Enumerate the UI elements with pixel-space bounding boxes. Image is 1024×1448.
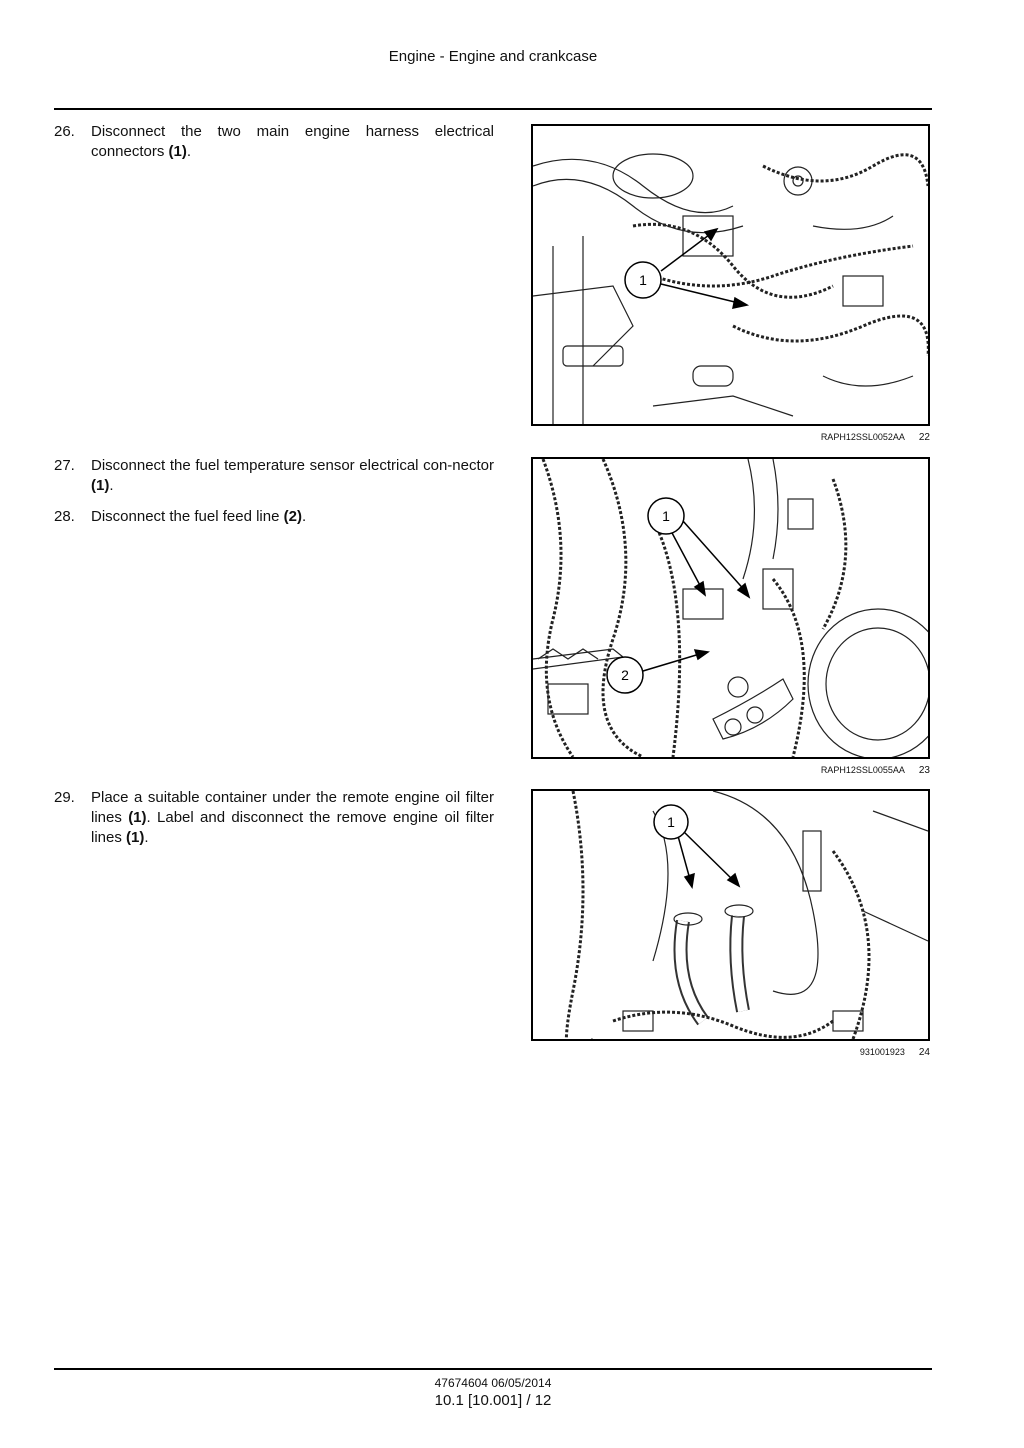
- footer-document-id: 47674604 06/05/2014: [434, 1376, 552, 1390]
- figure-code: RAPH12SSL0055AA: [820, 765, 905, 775]
- step-text-part: Disconnect the fuel temperature sensor e…: [91, 457, 494, 474]
- callout-ref: (1): [168, 143, 187, 160]
- callout-circle: [647, 497, 685, 535]
- callout-ref: (1): [91, 477, 110, 494]
- step-text-part: Place a suitable container under the rem…: [91, 789, 494, 826]
- oil-filter-lines-line-drawing: 1: [564, 791, 928, 1039]
- callout-label: 1: [639, 272, 647, 288]
- figure-number: 24: [918, 1047, 930, 1058]
- step-text-part: .: [109, 477, 114, 494]
- step-text-part: .: [301, 508, 307, 525]
- step-27: 27. Disconnect the fuel temperature sens…: [54, 456, 494, 496]
- callout-label: 1: [667, 814, 675, 830]
- step-number: 28.: [54, 508, 75, 525]
- step-number: 29.: [54, 789, 75, 806]
- figure-22-engine-harness-illustration: 1: [531, 124, 930, 426]
- step-text: Disconnect the fuel feed line (2).: [91, 507, 494, 527]
- step-text: Disconnect the two main engine harness e…: [91, 122, 494, 162]
- footer-page-number: 10.1 [10.001] / 12: [434, 1392, 552, 1409]
- engine-harness-line-drawing: 1: [533, 153, 928, 424]
- figure-22-caption: RAPH12SSL0052AA 22: [531, 432, 930, 443]
- fuel-sensor-line-drawing: 1 2: [533, 459, 928, 757]
- step-text-part: .: [144, 829, 149, 846]
- step-number: 27.: [54, 457, 75, 474]
- callout-label: 2: [621, 667, 629, 683]
- step-number: 26.: [54, 123, 75, 140]
- footer-rule: [54, 1368, 932, 1370]
- step-29: 29. Place a suitable container under the…: [54, 788, 494, 848]
- callout-circle: [653, 804, 689, 840]
- step-text-part: .: [186, 143, 192, 160]
- figure-24-oil-filter-lines-illustration: 1: [531, 789, 930, 1041]
- figure-23-caption: RAPH12SSL0055AA 23: [531, 765, 930, 776]
- callout-ref: (2): [283, 508, 302, 525]
- callout-ref: (1): [126, 829, 145, 846]
- callout-label: 1: [662, 508, 670, 524]
- step-28: 28. Disconnect the fuel feed line (2).: [54, 507, 494, 527]
- page-header-title: Engine - Engine and crankcase: [388, 48, 598, 65]
- figure-23-fuel-sensor-illustration: 1 2: [531, 457, 930, 759]
- figure-code: RAPH12SSL0052AA: [820, 432, 905, 442]
- callout-circle: [624, 261, 662, 299]
- step-text-part: Disconnect the two main engine harness e…: [91, 123, 494, 160]
- figure-code: 931001923: [859, 1047, 905, 1057]
- figure-number: 22: [918, 432, 930, 443]
- header-rule: [54, 108, 932, 110]
- step-text-part: . Label and disconnect the remove engine…: [91, 809, 494, 846]
- step-text-part: Disconnect the fuel feed line: [91, 508, 284, 525]
- step-text: Place a suitable container under the rem…: [91, 788, 494, 848]
- callout-ref: (1): [128, 809, 147, 826]
- figure-24-caption: 931001923 24: [531, 1047, 930, 1058]
- figure-number: 23: [918, 765, 930, 776]
- step-26: 26. Disconnect the two main engine harne…: [54, 122, 494, 162]
- step-text: Disconnect the fuel temperature sensor e…: [91, 456, 494, 496]
- callout-circle: [606, 656, 644, 694]
